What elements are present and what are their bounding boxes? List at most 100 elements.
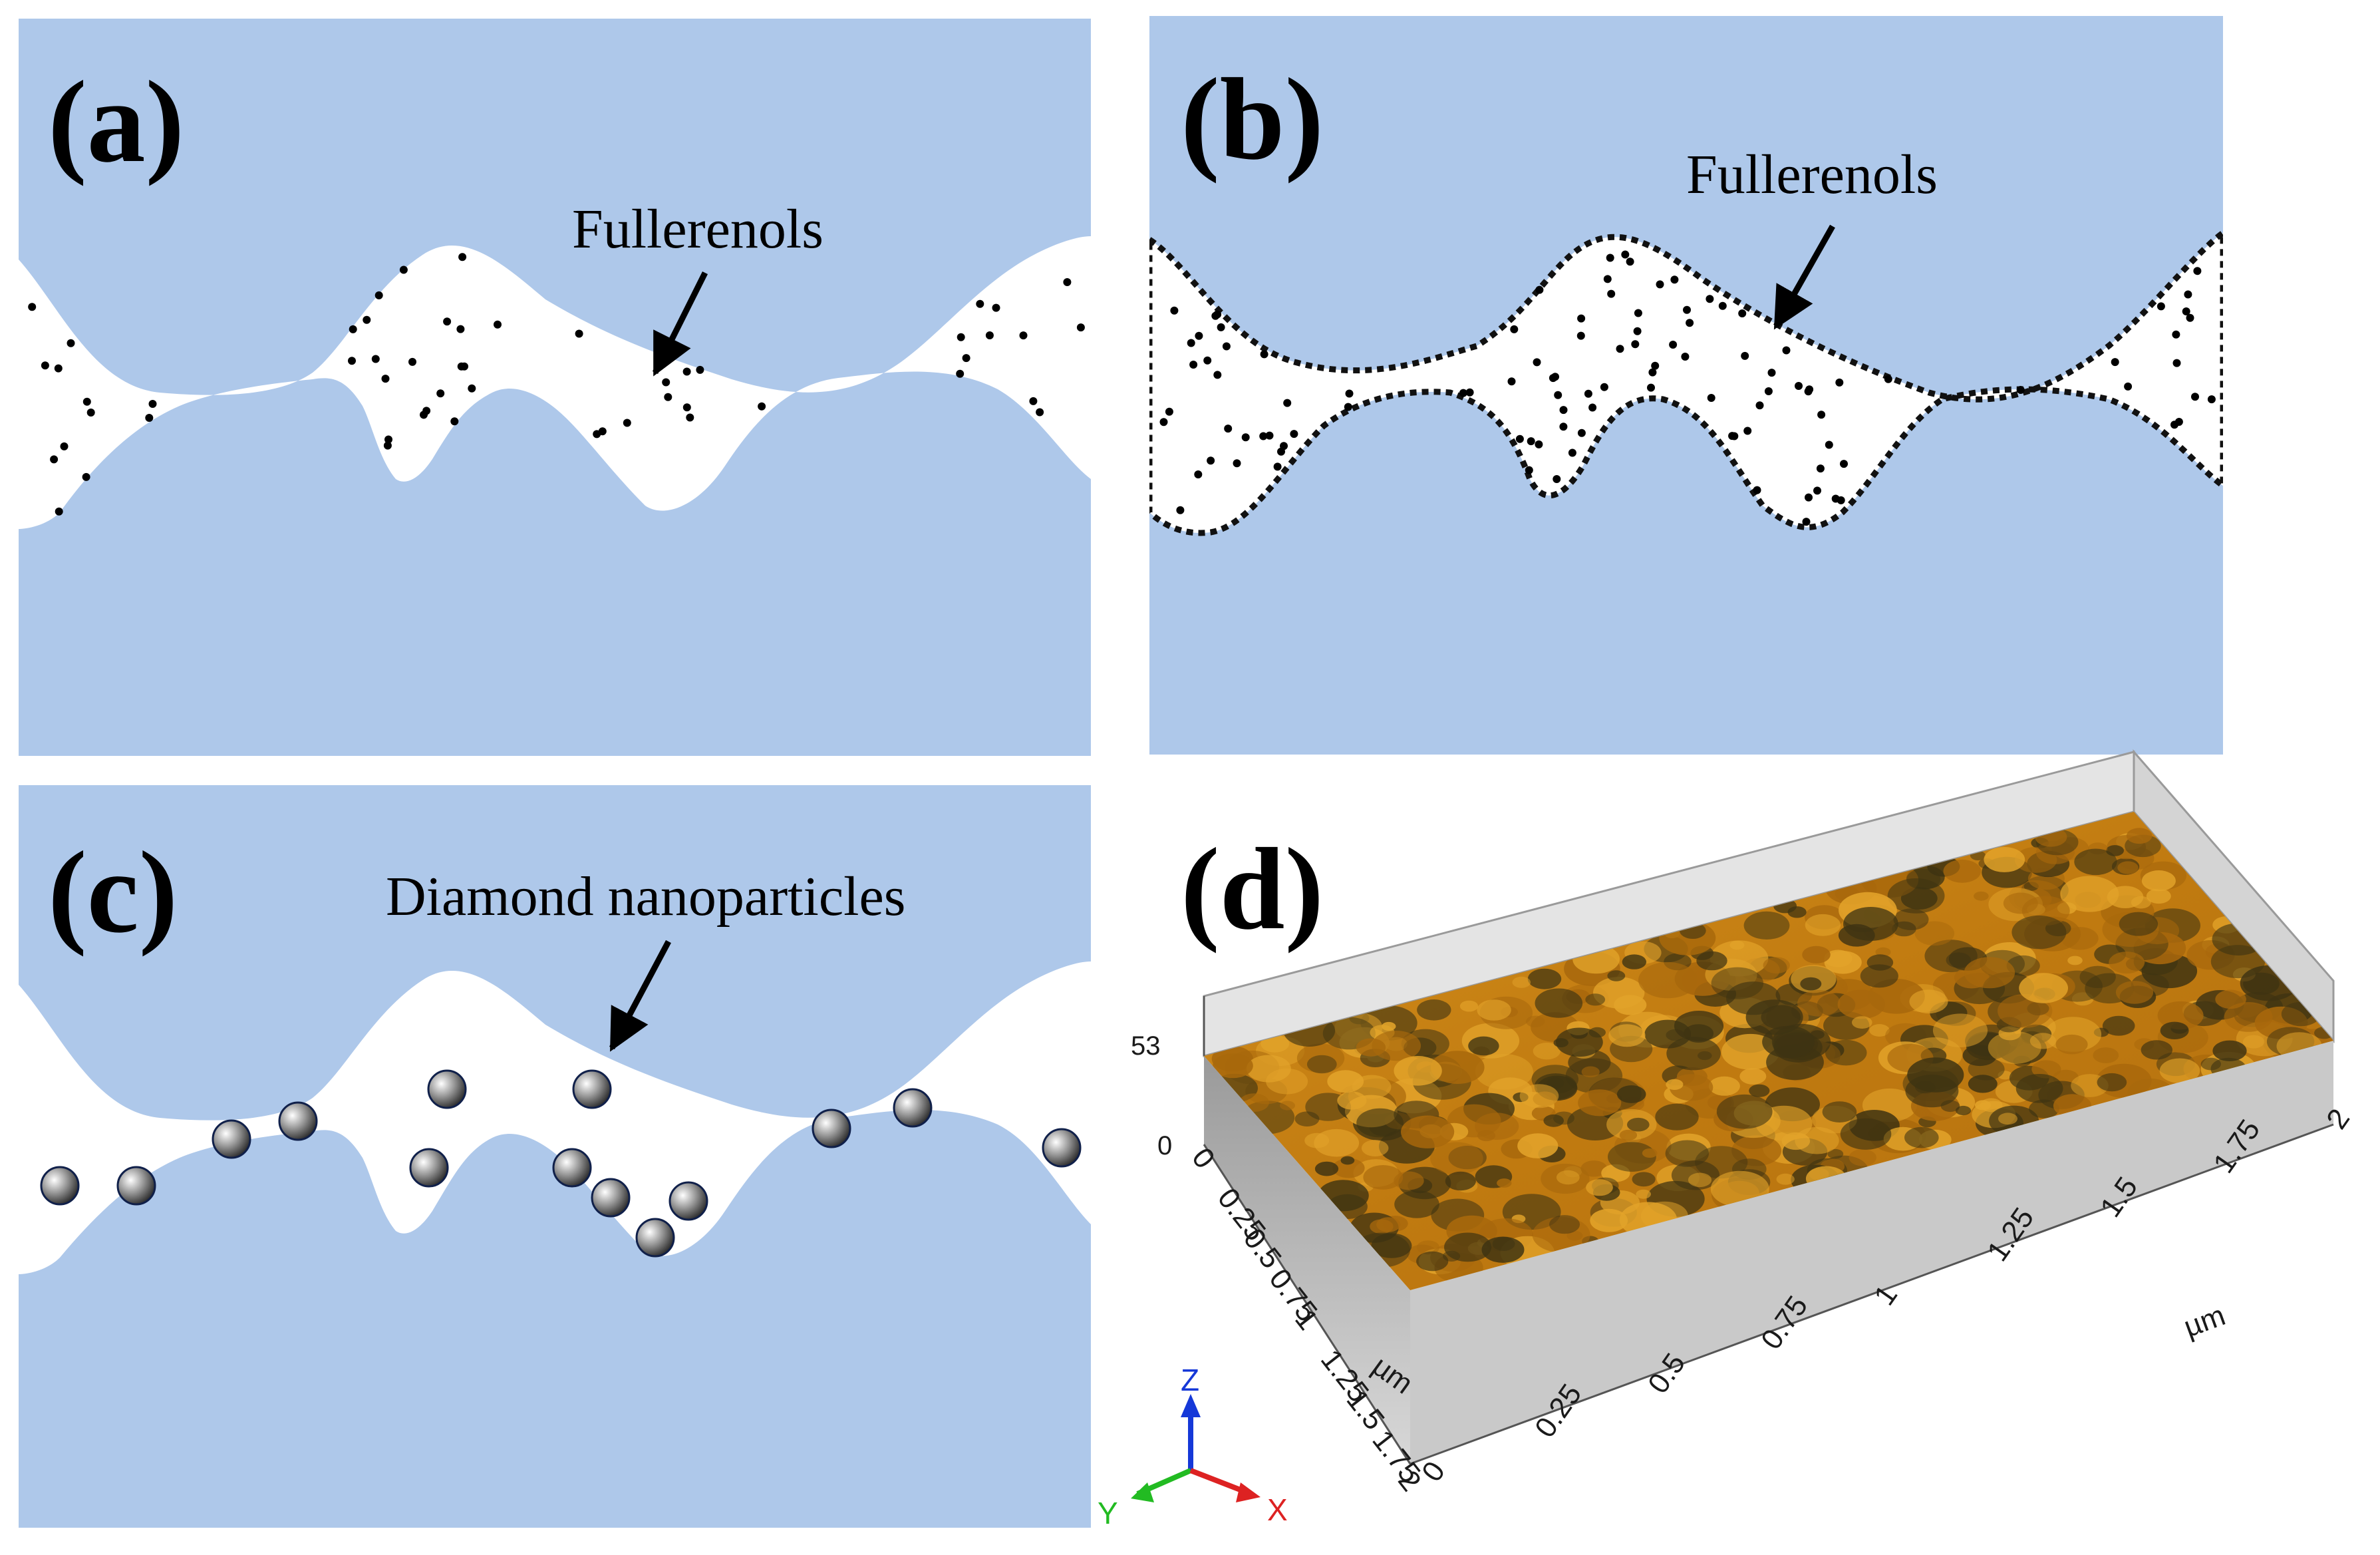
surface-feature — [2141, 1040, 2172, 1060]
fullerenol-dot — [1213, 310, 1222, 319]
surface-feature — [1481, 1236, 1525, 1263]
fullerenol-dot — [371, 355, 380, 363]
fullerenol-dot — [408, 357, 416, 366]
fullerenol-dot — [1755, 401, 1764, 410]
surface-feature — [1616, 1085, 1646, 1103]
fullerenol-dot — [1840, 460, 1848, 468]
fullerenol-dot — [468, 384, 476, 393]
fullerenol-dots — [1159, 250, 2216, 526]
surface-feature — [1946, 952, 1972, 968]
fullerenol-dot — [1631, 340, 1640, 349]
fullerenol-dot — [1273, 462, 1282, 471]
surface-feature — [1363, 1165, 1404, 1190]
surface-feature — [2006, 955, 2040, 976]
interface-gap — [19, 236, 1091, 529]
surface-feature — [1940, 1100, 1960, 1113]
fullerenol-dot — [1535, 440, 1543, 448]
surface-feature — [2019, 973, 2069, 1003]
fullerenol-dot — [148, 400, 157, 408]
callout-label: Fullerenols — [1686, 144, 1938, 206]
surface-feature — [1361, 1140, 1389, 1156]
fullerenol-dot — [1259, 432, 1268, 440]
surface-feature — [1636, 1189, 1651, 1199]
fullerenol-dot — [2193, 267, 2202, 275]
diamond-nanoparticle — [1042, 1128, 1082, 1168]
axis-triad: Z Y X — [1098, 1363, 1288, 1530]
surface-feature — [1731, 1135, 1782, 1166]
fullerenol-dot — [1884, 375, 1892, 383]
surface-feature — [1512, 976, 1531, 988]
surface-feature — [1964, 957, 2015, 989]
surface-feature — [2093, 1047, 2119, 1063]
fullerenol-dot — [1825, 440, 1833, 449]
fullerenol-dot — [1576, 331, 1585, 340]
fullerenol-dot — [1222, 342, 1231, 351]
surface-feature — [1688, 1172, 1712, 1188]
fullerenol-dot — [1241, 433, 1250, 442]
fullerenol-dot — [1533, 358, 1541, 367]
fullerenol-dot — [41, 361, 49, 370]
fullerenol-dot — [1195, 331, 1203, 340]
fullerenol-dot — [1559, 406, 1568, 415]
fullerenol-dot — [1165, 407, 1173, 416]
surface-feature — [1497, 1178, 1512, 1188]
fullerenol-dot — [696, 365, 704, 374]
diamond-nanoparticle — [669, 1181, 708, 1221]
surface-feature — [1743, 911, 1790, 940]
fullerenol-dot — [1817, 411, 1826, 419]
axis-tick-label: 2 — [2320, 1103, 2356, 1135]
surface-feature — [2115, 981, 2154, 1004]
surface-feature — [2031, 1060, 2061, 1079]
surface-feature — [2060, 876, 2119, 912]
fullerenol-dot — [82, 397, 91, 406]
fullerenol-dot — [1507, 377, 1516, 386]
surface-feature — [1535, 988, 1583, 1018]
fullerenol-dot — [1217, 323, 1225, 331]
fullerenol-dot — [82, 472, 90, 481]
surface-feature — [1416, 1251, 1449, 1272]
surface-feature — [1608, 1024, 1646, 1047]
fullerenol-dot — [1669, 341, 1678, 349]
x-axis-edge — [1410, 1123, 2334, 1465]
diamond-nanoparticles — [40, 1069, 1082, 1258]
fullerenol-dot — [1194, 470, 1203, 478]
fullerenol-dot — [456, 325, 465, 333]
surface-feature — [2212, 1040, 2247, 1062]
surface-feature — [1416, 1240, 1440, 1255]
fullerenol-dot — [1831, 494, 1840, 503]
surface-feature — [1266, 1068, 1308, 1095]
fullerenol-dot — [1510, 325, 1519, 333]
surface-feature — [1261, 1035, 1290, 1053]
surface-feature — [1974, 891, 1989, 901]
fullerenol-dot — [1633, 327, 1642, 335]
fullerenol-dot — [2111, 358, 2119, 367]
axis-tick-label: 0 — [1415, 1456, 1451, 1488]
fullerenol-dot — [1738, 309, 1747, 317]
surface-feature — [1666, 1037, 1721, 1071]
surface-feature — [1372, 1031, 1421, 1061]
fullerenol-dot — [1568, 448, 1576, 457]
fullerenol-dot — [956, 369, 965, 378]
surface-feature — [1805, 914, 1841, 936]
surface-feature — [2055, 1034, 2088, 1055]
surface-feature — [1306, 1055, 1337, 1074]
surface-feature — [1459, 1000, 1479, 1012]
fullerenol-dot — [28, 303, 37, 311]
surface-feature — [1614, 995, 1647, 1015]
surface-feature — [1729, 940, 1745, 950]
surface-feature — [1655, 1103, 1699, 1130]
diamond-nanoparticle — [409, 1148, 449, 1188]
surface-feature — [2200, 1057, 2221, 1071]
fullerenol-dot — [1063, 278, 1072, 286]
callout-arrow — [652, 271, 708, 377]
triad-y-arrow — [1131, 1482, 1154, 1502]
diamond-nanoparticle — [278, 1101, 318, 1141]
surface-feature — [1337, 1091, 1367, 1110]
fullerenol-dot — [1187, 339, 1195, 347]
interface-gap — [1149, 229, 2223, 536]
fullerenol-dot — [145, 414, 154, 422]
fullerenol-dot — [1634, 309, 1642, 317]
surface-feature — [1932, 1013, 1988, 1047]
surface-feature — [1607, 970, 1626, 981]
fullerenol-dot — [1706, 295, 1714, 303]
